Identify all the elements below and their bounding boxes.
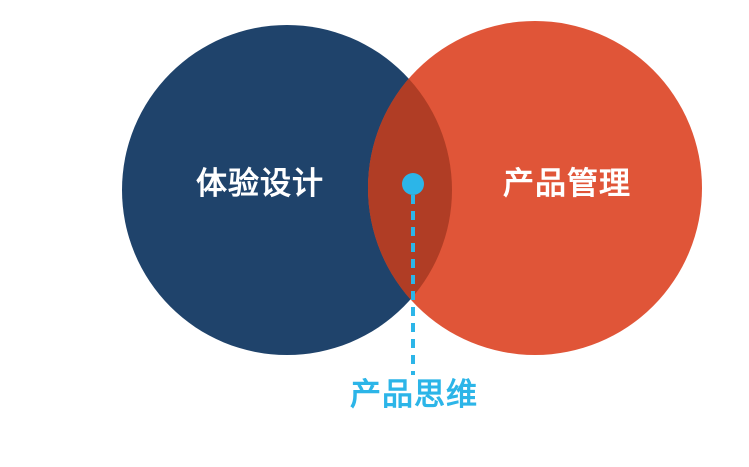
intersection-caption-label: 产品思维	[350, 377, 478, 413]
left-circle-shape	[122, 25, 452, 355]
right-circle-label: 产品管理	[503, 166, 631, 202]
intersection-dot-icon	[402, 173, 424, 195]
left-circle-label: 体验设计	[196, 166, 324, 202]
right-circle-shape	[368, 21, 702, 355]
